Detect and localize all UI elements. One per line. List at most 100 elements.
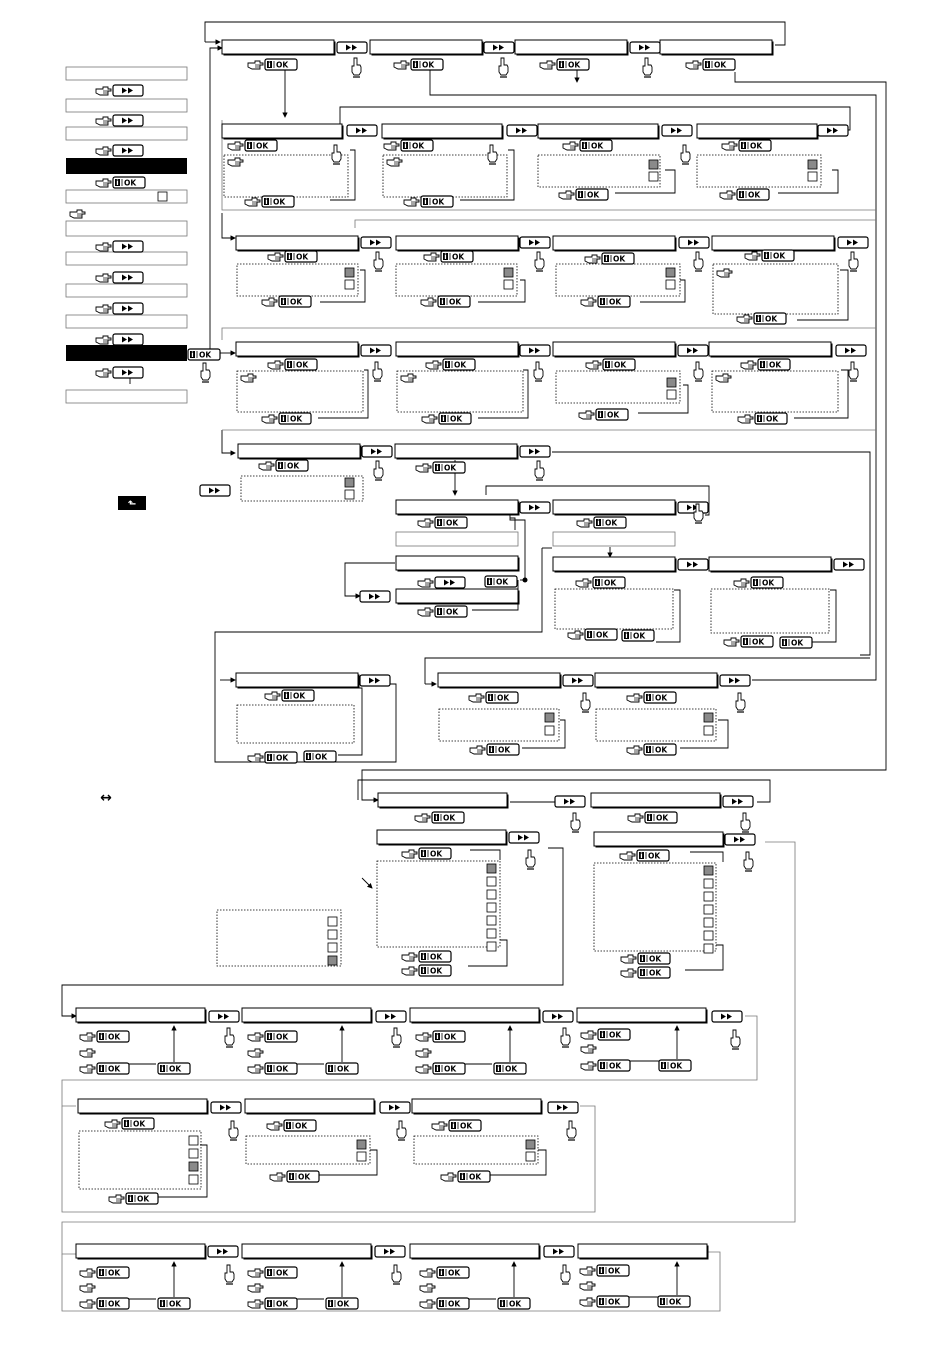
next-button[interactable] xyxy=(542,1010,574,1023)
menu-box-row9[interactable] xyxy=(241,1007,373,1024)
next-button[interactable] xyxy=(379,1101,411,1114)
menu-box[interactable] xyxy=(708,556,833,573)
menu-box-row2[interactable] xyxy=(696,123,819,140)
checkbox-unchecked[interactable] xyxy=(327,929,338,940)
menu-box-row3[interactable] xyxy=(235,235,360,252)
menu-box[interactable] xyxy=(65,220,188,237)
menu-box[interactable] xyxy=(65,314,188,329)
menu-box[interactable] xyxy=(237,443,362,460)
next-button[interactable] xyxy=(677,501,709,514)
next-button[interactable] xyxy=(629,41,661,54)
next-button[interactable] xyxy=(519,236,551,249)
next-button[interactable] xyxy=(112,302,144,315)
checkbox-unchecked[interactable] xyxy=(666,389,677,400)
checkbox-unchecked[interactable] xyxy=(188,1174,199,1185)
checkbox-unchecked[interactable] xyxy=(356,1151,367,1162)
menu-box-row4[interactable] xyxy=(235,341,360,358)
checkbox-checked[interactable] xyxy=(344,477,355,488)
checkbox-unchecked[interactable] xyxy=(188,1148,199,1159)
menu-box-row9[interactable] xyxy=(409,1007,541,1024)
next-button[interactable] xyxy=(722,795,754,808)
checkbox-checked[interactable] xyxy=(344,267,355,278)
menu-box[interactable] xyxy=(552,556,677,573)
checkbox-unchecked[interactable] xyxy=(807,171,818,182)
checkbox-checked[interactable] xyxy=(356,1139,367,1150)
checkbox-unchecked[interactable] xyxy=(344,279,355,290)
checkbox-unchecked[interactable] xyxy=(544,725,555,736)
menu-box[interactable] xyxy=(65,66,188,81)
menu-box-row3[interactable] xyxy=(552,235,677,252)
next-button[interactable] xyxy=(677,558,709,571)
next-button[interactable] xyxy=(519,445,551,458)
next-button[interactable] xyxy=(361,445,393,458)
checkbox-unchecked[interactable] xyxy=(486,941,497,952)
checkbox-checked[interactable] xyxy=(703,865,714,876)
menu-box-row3[interactable] xyxy=(711,235,836,252)
menu-box[interactable] xyxy=(552,499,677,516)
next-button[interactable] xyxy=(506,124,538,137)
next-button[interactable] xyxy=(360,344,392,357)
menu-box[interactable] xyxy=(594,672,719,689)
checkbox-checked[interactable] xyxy=(665,267,676,278)
next-button[interactable] xyxy=(336,41,368,54)
menu-box-row2[interactable] xyxy=(537,123,660,140)
next-button[interactable] xyxy=(359,590,391,603)
menu-box-row1[interactable] xyxy=(659,39,774,56)
checkbox-checked[interactable] xyxy=(188,1161,199,1172)
next-button[interactable] xyxy=(719,674,751,687)
menu-box[interactable] xyxy=(65,283,188,298)
next-button[interactable] xyxy=(359,674,391,687)
menu-box[interactable] xyxy=(65,98,188,113)
checkbox-unchecked[interactable] xyxy=(344,489,355,500)
menu-box[interactable] xyxy=(590,792,722,809)
menu-box[interactable] xyxy=(411,1098,543,1115)
next-button[interactable] xyxy=(519,501,551,514)
next-button[interactable] xyxy=(360,236,392,249)
menu-box[interactable] xyxy=(395,499,520,516)
checkbox-checked[interactable] xyxy=(666,377,677,388)
next-button[interactable] xyxy=(508,831,540,844)
menu-box[interactable] xyxy=(65,189,188,204)
checkbox-unchecked[interactable] xyxy=(703,891,714,902)
menu-box[interactable] xyxy=(552,531,676,547)
next-button[interactable] xyxy=(817,124,849,137)
